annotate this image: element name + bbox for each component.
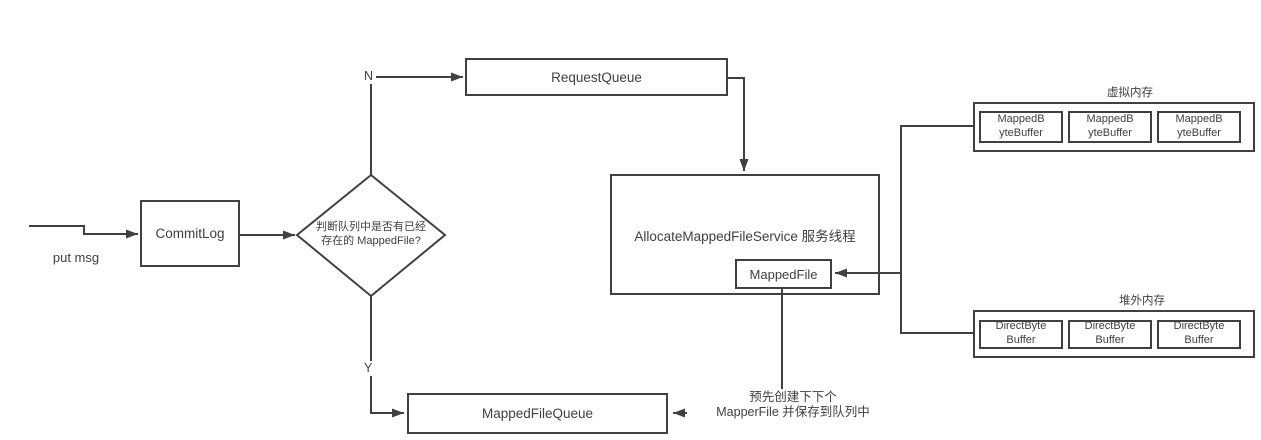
- decision-node: 判断队列中是否有已经 存在的 MappedFile?: [299, 220, 443, 248]
- virtual-memory-title: 虚拟内存: [1107, 87, 1153, 99]
- mapped-file-queue-label: MappedFileQueue: [481, 406, 594, 421]
- arrow-requestqueue-to-allocate: [728, 77, 749, 171]
- annotation-line1: 预先创建下下个: [749, 390, 837, 404]
- direct-byte-buffer-box: DirectByteBuffer: [979, 319, 1063, 349]
- mapped-byte-buffer-label: MappedByteBuffer: [997, 113, 1045, 139]
- mapped-byte-buffer-box: MappedByteBuffer: [1068, 111, 1152, 143]
- commitlog-label: CommitLog: [155, 226, 225, 241]
- branch-n-label: N: [361, 69, 377, 84]
- arrow-decision-n-to-requestqueue: [370, 72, 463, 175]
- mapped-file-node: MappedFile: [735, 259, 832, 289]
- allocate-service-label: AllocateMappedFileService 服务线程: [634, 228, 856, 244]
- direct-byte-buffer-box: DirectByteBuffer: [1157, 319, 1241, 349]
- mapped-byte-buffer-box: MappedByteBuffer: [1157, 111, 1241, 143]
- decision-text-line1: 判断队列中是否有已经: [316, 221, 426, 233]
- offheap-memory-title: 堆外内存: [1119, 295, 1165, 307]
- bracket-memory-groups: [900, 125, 973, 334]
- mapped-byte-buffer-label: MappedByteBuffer: [1086, 113, 1134, 139]
- direct-byte-buffer-label: DirectByteBuffer: [995, 320, 1047, 346]
- virtual-memory-group: MappedByteBuffer MappedByteBuffer Mapped…: [973, 102, 1255, 152]
- direct-byte-buffer-label: DirectByteBuffer: [1173, 320, 1225, 346]
- branch-y-label: Y: [361, 361, 376, 376]
- direct-byte-buffer-label: DirectByteBuffer: [1084, 320, 1136, 346]
- put-msg-label: put msg: [52, 250, 100, 265]
- arrow-putmsg-to-commitlog: [29, 225, 138, 239]
- arrow-decision-y-to-mfqueue: [370, 296, 404, 418]
- direct-byte-buffer-box: DirectByteBuffer: [1068, 319, 1152, 349]
- precreate-annotation: 预先创建下下个 MapperFile 并保存到队列中: [687, 390, 899, 420]
- mapped-byte-buffer-box: MappedByteBuffer: [979, 111, 1063, 143]
- offheap-memory-group: DirectByteBuffer DirectByteBuffer Direct…: [973, 310, 1255, 358]
- request-queue-node: RequestQueue: [465, 58, 728, 96]
- mapped-byte-buffer-label: MappedByteBuffer: [1175, 113, 1223, 139]
- decision-text-line2: 存在的 MappedFile?: [321, 235, 421, 247]
- commitlog-node: CommitLog: [140, 200, 240, 267]
- request-queue-label: RequestQueue: [551, 69, 642, 85]
- mapped-file-label: MappedFile: [749, 266, 818, 282]
- mapped-file-queue-node: MappedFileQueue: [407, 393, 668, 434]
- annotation-line2: MapperFile 并保存到队列中: [716, 405, 870, 419]
